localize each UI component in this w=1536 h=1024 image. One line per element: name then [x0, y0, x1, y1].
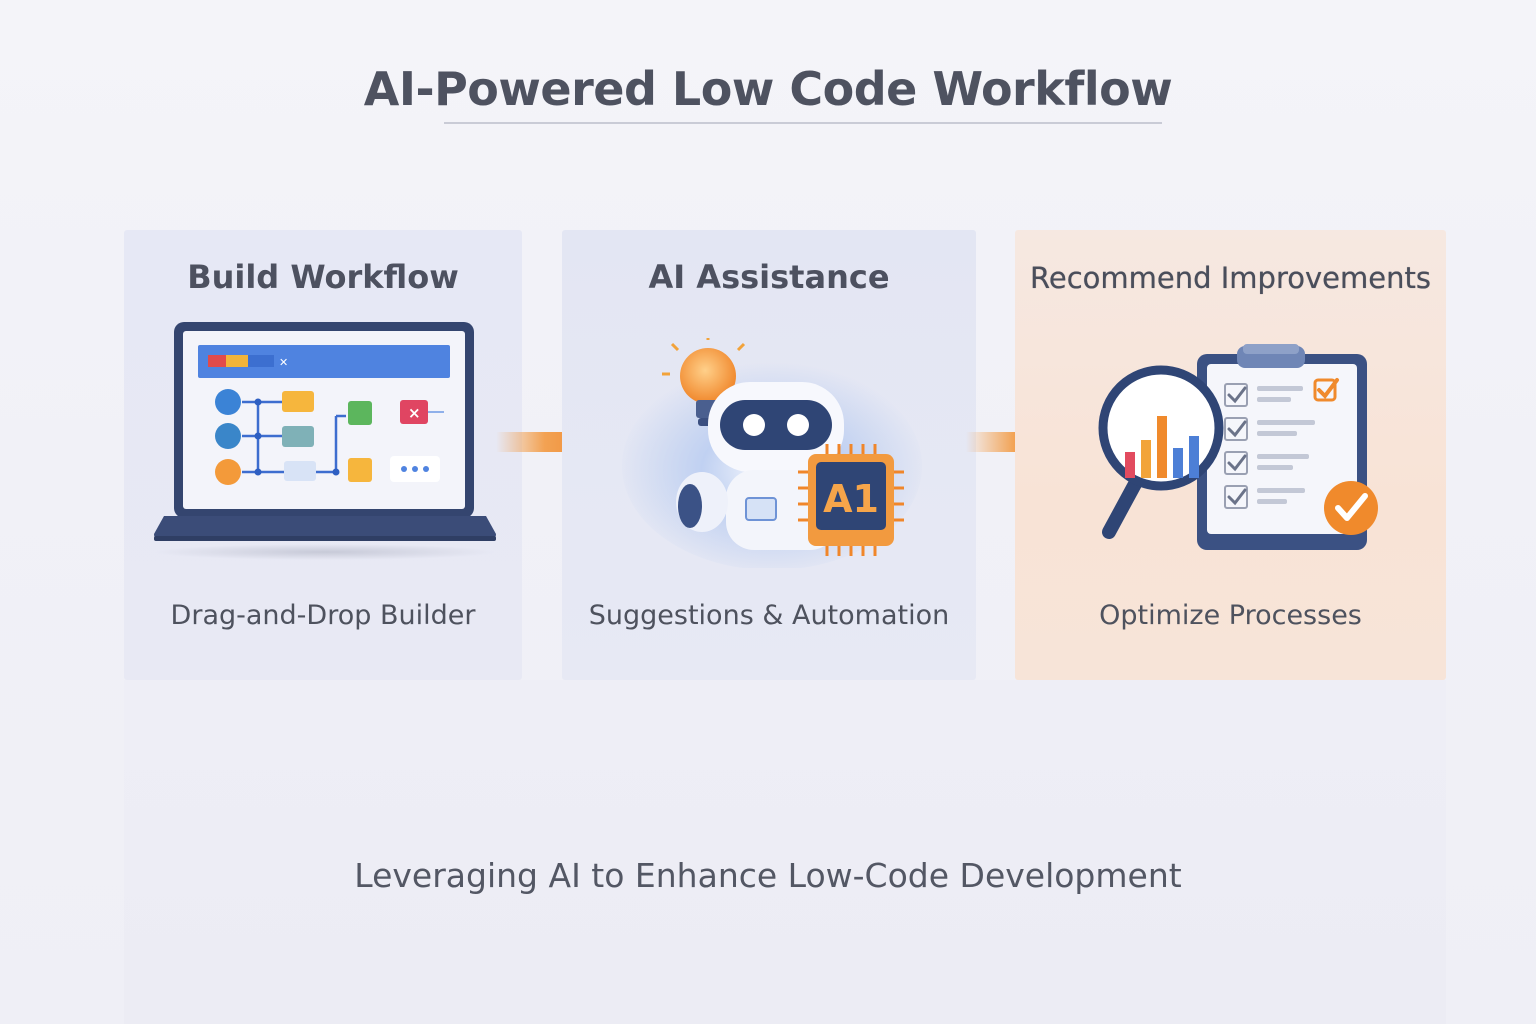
step-card-build-workflow: Build Workflow ✕: [124, 230, 522, 680]
step-title: AI Assistance: [648, 258, 890, 296]
checklist: [1224, 383, 1248, 509]
step-card-ai-assistance: AI Assistance: [562, 230, 976, 680]
svg-text:×: ×: [408, 404, 421, 422]
step-title: Build Workflow: [187, 258, 459, 296]
ai-chip-icon: A1: [798, 444, 904, 556]
clipboard-magnifier-chart-icon: [1098, 344, 1378, 550]
magnifier-icon: [1098, 365, 1224, 539]
step-caption: Optimize Processes: [1099, 600, 1362, 631]
step-caption: Drag-and-Drop Builder: [170, 600, 476, 631]
svg-text:✕: ✕: [279, 356, 288, 369]
page-title: AI-Powered Low Code Workflow: [363, 62, 1173, 116]
lower-panel: [124, 680, 1446, 1024]
robot-with-ai-chip-icon: A1: [622, 338, 922, 568]
step-title: Recommend Improvements: [1030, 261, 1431, 295]
tagline: Leveraging AI to Enhance Low-Code Develo…: [354, 856, 1182, 895]
laptop-workflow-builder-icon: ✕ ×: [154, 322, 496, 560]
step-caption: Suggestions & Automation: [588, 600, 950, 631]
svg-text:A1: A1: [823, 477, 879, 521]
step-card-recommend-improvements: Recommend Improvements: [1015, 230, 1446, 680]
title-underline: [444, 122, 1162, 124]
